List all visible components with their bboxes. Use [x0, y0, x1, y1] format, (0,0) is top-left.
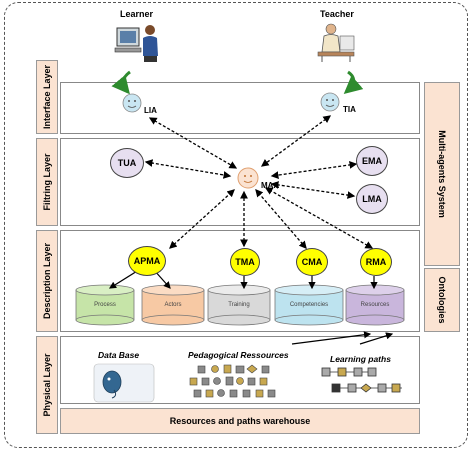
apma-agent: APMA	[128, 246, 166, 276]
physical-layer-label: Physical Layer	[36, 336, 58, 434]
ontology-resources: Resources	[360, 302, 390, 308]
cma-agent: CMA	[296, 248, 328, 276]
postgresql-logo	[93, 363, 155, 403]
teacher-icon	[317, 23, 355, 62]
resource-icons	[189, 364, 276, 398]
ontology-process: Process	[94, 302, 116, 308]
ontology-competencies: Competencies	[289, 302, 329, 308]
filtering-layer-label: Filtring Layer	[36, 138, 58, 226]
teacher-label: Teacher	[320, 9, 354, 19]
cylinder-training	[207, 284, 271, 326]
maa-label: MAA	[261, 181, 280, 190]
ontology-training: Training	[228, 302, 250, 308]
rma-agent: RMA	[360, 248, 392, 276]
cylinder-resources	[345, 284, 405, 326]
tma-agent: TMA	[230, 248, 260, 276]
ema-agent: EMA	[356, 146, 388, 176]
ontologies-panel: Ontologies	[424, 268, 460, 332]
ontology-actors: Actors	[164, 302, 182, 308]
warehouse-bar: Resources and paths warehouse	[60, 408, 420, 434]
description-layer-label: Description Layer	[36, 230, 58, 332]
tia-label: TIA	[343, 105, 356, 114]
lma-agent: LMA	[356, 184, 388, 214]
database-title: Data Base	[98, 350, 140, 360]
resources-title: Pedagogical Ressources	[188, 350, 289, 360]
cylinder-competencies	[274, 284, 344, 326]
learner-label: Learner	[120, 9, 154, 19]
paths-title: Learning paths	[330, 354, 391, 364]
mas-panel: Multi-agents System	[424, 82, 460, 266]
cylinder-process	[75, 284, 135, 326]
lia-smiley	[122, 93, 142, 113]
tua-agent: TUA	[110, 148, 144, 178]
maa-smiley	[237, 167, 259, 189]
learning-path-icons	[321, 367, 402, 393]
learner-icon	[114, 25, 158, 62]
cylinder-actors	[141, 284, 205, 326]
tia-smiley	[320, 92, 340, 112]
lia-label: LIA	[144, 106, 157, 115]
interface-layer-label: Interface Layer	[36, 60, 58, 134]
